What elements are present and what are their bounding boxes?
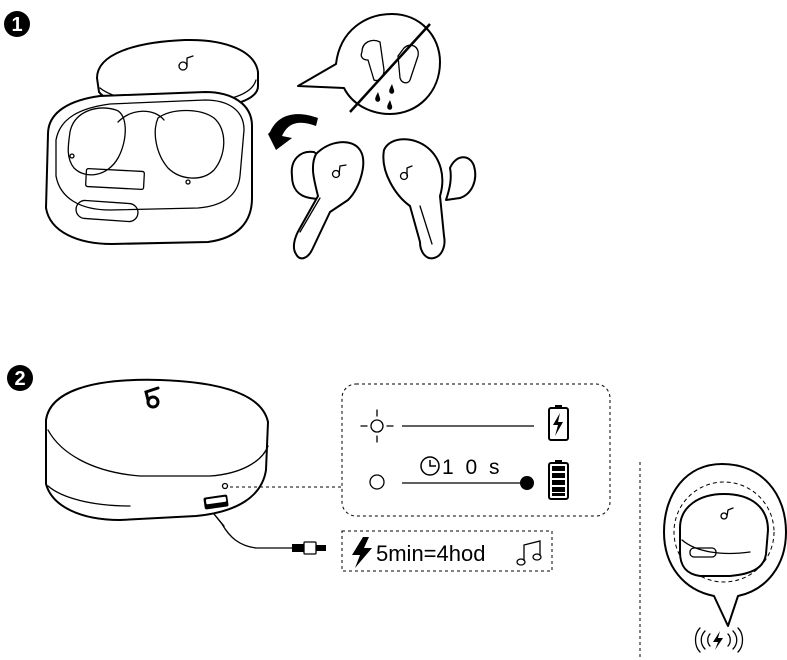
music-note-icon: [517, 541, 541, 565]
full-battery-icon: [549, 460, 568, 499]
right-earbud: [383, 139, 475, 258]
no-water-icon: [298, 14, 440, 114]
quick-charge-box: 5min=4hod: [342, 531, 552, 571]
closed-charging-case: [46, 380, 268, 520]
lightning-icon: [352, 537, 372, 568]
step-2-badge: 2: [7, 365, 33, 391]
step-2-number: 2: [14, 368, 25, 390]
clock-icon: [421, 457, 439, 475]
quick-charge-label: 5min=4hod: [376, 541, 485, 566]
timer-label: 1 0 s: [442, 456, 503, 479]
step-1-badge: 1: [4, 11, 30, 37]
rotate-arrow-icon: [268, 114, 318, 150]
wireless-charging-callout: [664, 464, 786, 626]
wireless-charging-icon: [696, 628, 743, 652]
charging-battery-icon: [549, 405, 568, 440]
blinking-led-icon: [361, 410, 393, 442]
led-status-panel: 1 0 s: [342, 384, 610, 516]
left-earbud: [292, 142, 363, 258]
step-1-number: 1: [11, 14, 22, 36]
led-off-icon: [370, 475, 384, 489]
usb-cable: [214, 514, 326, 554]
open-charging-case: [46, 40, 258, 244]
